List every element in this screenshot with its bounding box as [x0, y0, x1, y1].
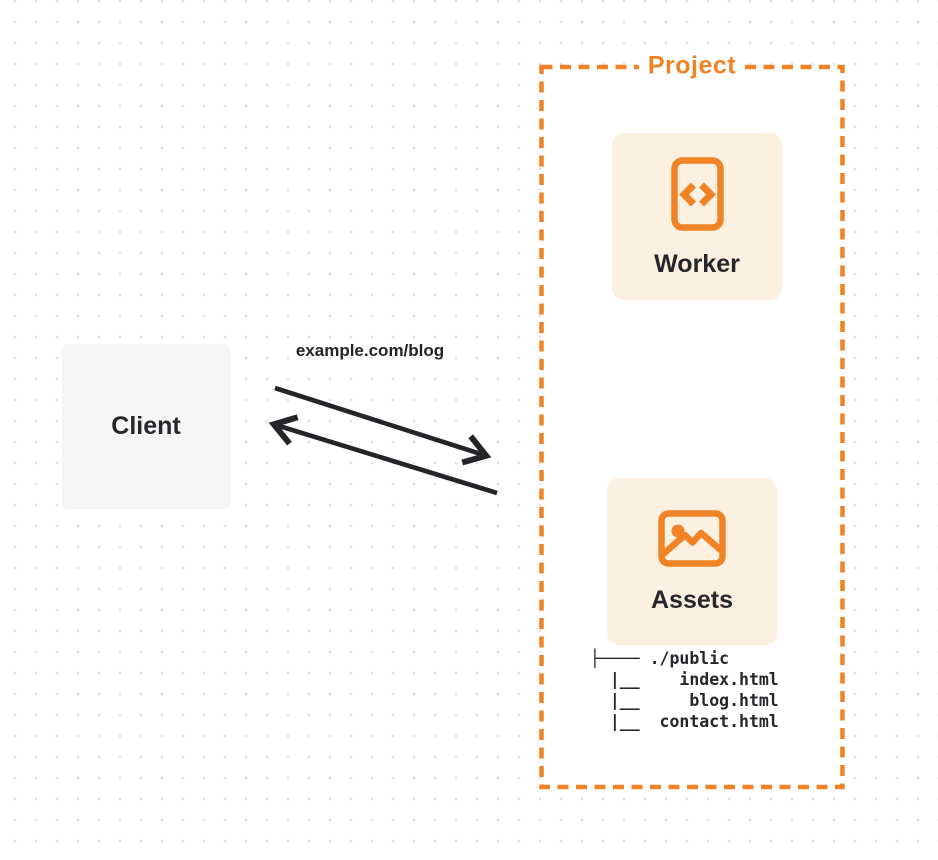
assets-node: Assets — [607, 478, 777, 645]
worker-label: Worker — [654, 249, 740, 278]
request-url-label: example.com/blog — [295, 341, 445, 360]
assets-file-tree: ├──── ./public |__ index.html |__ blog.h… — [590, 649, 779, 731]
worker-node: Worker — [612, 133, 782, 300]
response-arrow — [268, 414, 498, 496]
client-label: Client — [111, 412, 181, 440]
project-title: Project — [638, 51, 746, 81]
request-arrow — [274, 385, 492, 466]
image-icon — [658, 510, 726, 567]
assets-label: Assets — [651, 586, 733, 614]
client-node: Client — [62, 344, 230, 509]
code-document-icon — [670, 156, 724, 231]
